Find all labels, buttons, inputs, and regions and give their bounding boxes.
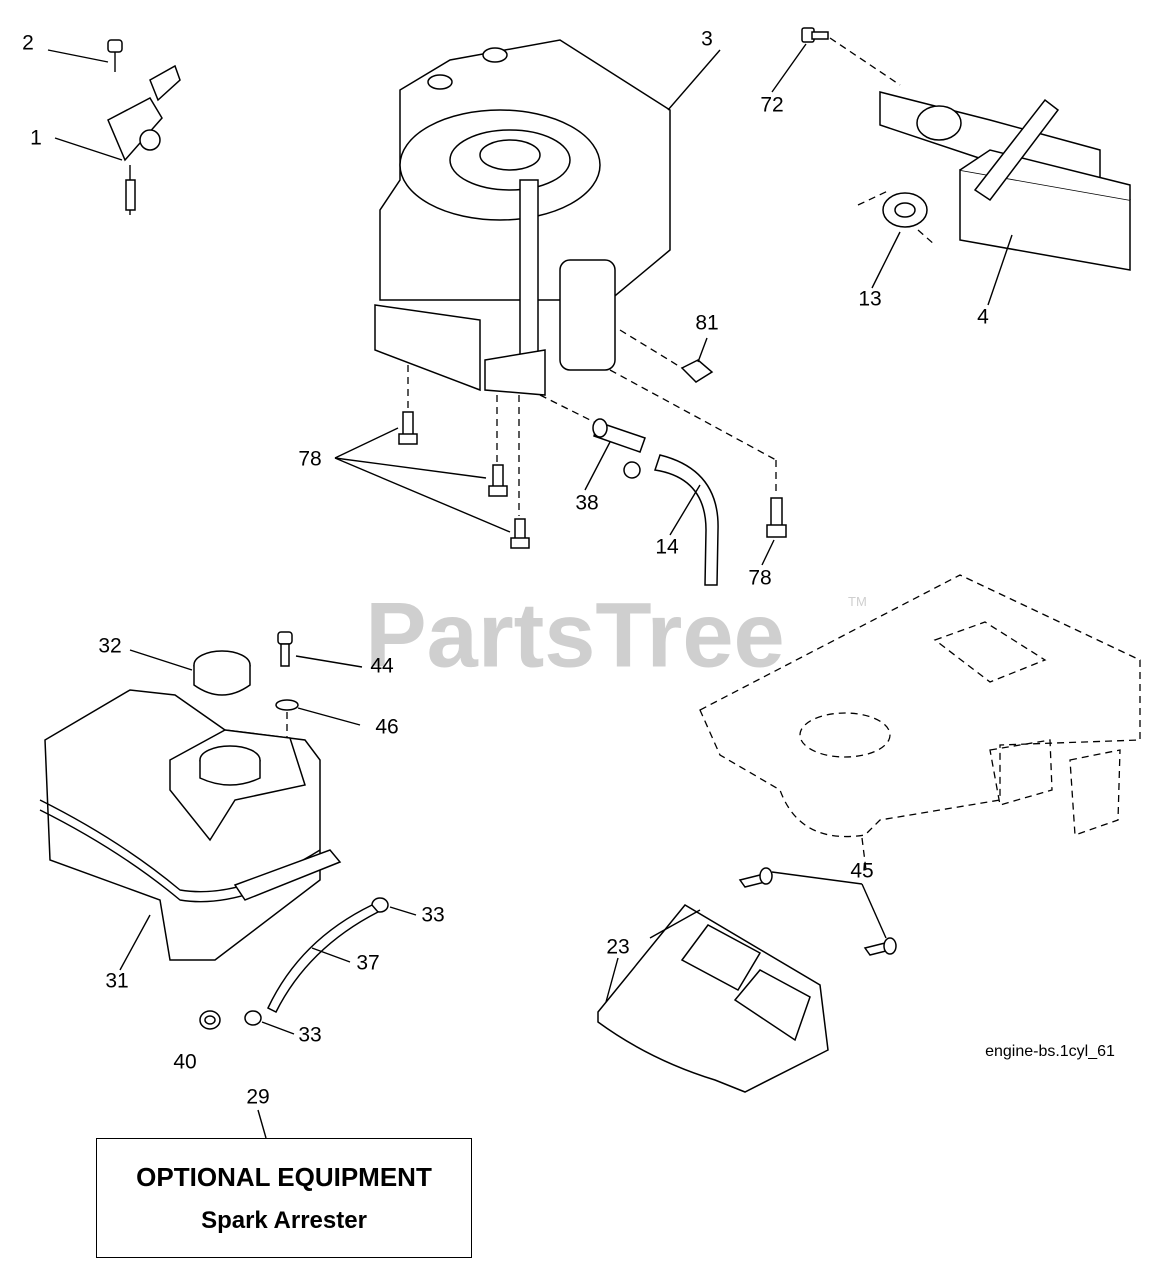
spark-arrester-label[interactable]: Spark Arrester <box>201 1206 367 1234</box>
callout-33-b: 33 <box>298 1024 321 1047</box>
callout-13: 13 <box>858 288 881 311</box>
callout-31: 31 <box>105 970 128 993</box>
bolt-part-72[interactable] <box>801 27 829 43</box>
bolt-part-45[interactable] <box>738 867 897 956</box>
diagram-reference-code: engine-bs.1cyl_61 <box>985 1043 1115 1060</box>
callout-29: 29 <box>246 1086 269 1109</box>
engine-part[interactable] <box>374 39 671 396</box>
mounting-frame-part[interactable] <box>699 574 1141 871</box>
shield-plate-part[interactable] <box>597 904 829 1093</box>
fuel-tank-part[interactable] <box>39 689 342 961</box>
nut-part[interactable] <box>680 359 714 383</box>
fuel-line-part[interactable] <box>654 454 719 586</box>
washer-part[interactable] <box>275 699 299 711</box>
throttle-control-part[interactable] <box>107 39 181 215</box>
callout-38: 38 <box>575 492 598 515</box>
watermark-trademark: TM <box>848 594 867 609</box>
fuel-cap-part[interactable] <box>193 650 251 696</box>
gasket-part[interactable] <box>857 189 936 246</box>
callout-1: 1 <box>30 127 42 150</box>
callout-14: 14 <box>655 536 679 559</box>
callout-45: 45 <box>850 860 873 883</box>
callout-3: 3 <box>701 28 713 51</box>
callout-46: 46 <box>375 716 398 739</box>
callout-23: 23 <box>606 936 629 959</box>
callout-72: 72 <box>760 94 783 117</box>
screw-part[interactable] <box>277 631 293 667</box>
callout-44: 44 <box>370 655 394 678</box>
callout-32: 32 <box>98 635 121 658</box>
hose-part[interactable] <box>267 904 380 1014</box>
optional-equipment-box: OPTIONAL EQUIPMENT Spark Arrester <box>96 1138 472 1258</box>
callout-2: 2 <box>22 32 34 55</box>
callout-33-a: 33 <box>421 904 444 927</box>
callout-78-a: 78 <box>298 448 321 471</box>
grommet-part[interactable] <box>199 1010 221 1030</box>
clamp-part-33[interactable] <box>244 897 389 1026</box>
muffler-part[interactable] <box>879 91 1131 271</box>
fuel-filter-part[interactable] <box>592 418 646 479</box>
callout-78-b: 78 <box>748 567 771 590</box>
callout-37: 37 <box>356 952 379 975</box>
bolt-part-78[interactable] <box>398 411 787 549</box>
callout-4: 4 <box>977 306 989 329</box>
optional-equipment-heading: OPTIONAL EQUIPMENT <box>136 1161 432 1192</box>
callout-40: 40 <box>173 1051 196 1074</box>
watermark-text: PartsTree <box>365 584 784 686</box>
callout-81: 81 <box>695 312 718 335</box>
